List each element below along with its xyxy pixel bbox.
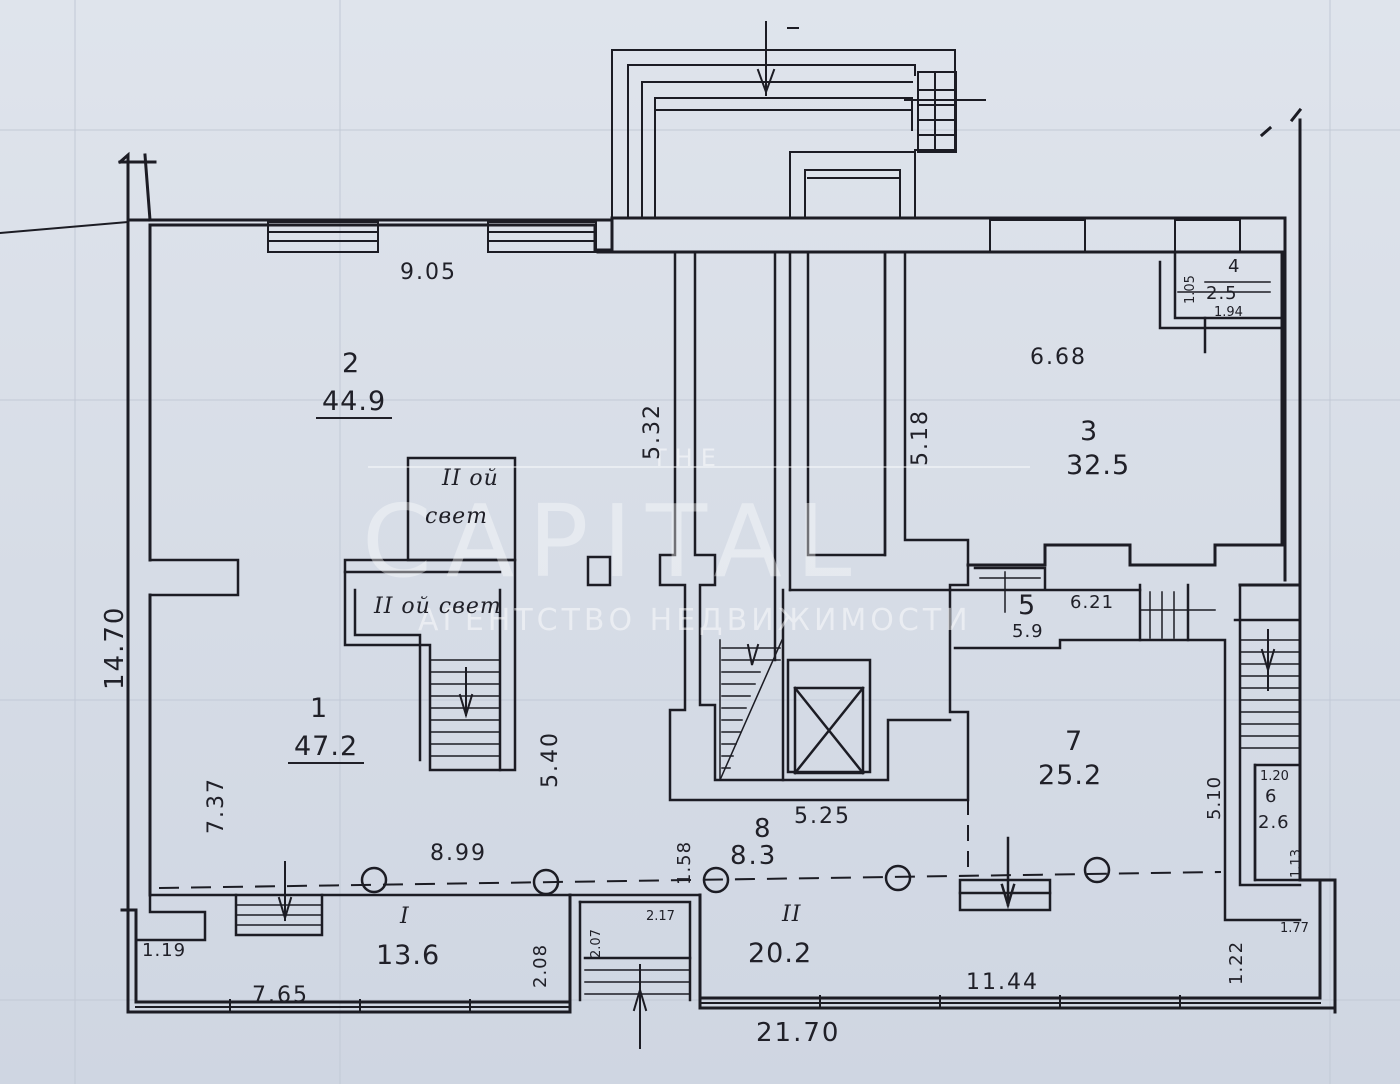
- room-II-number: II: [782, 902, 802, 927]
- dim-119: 1.19: [142, 940, 187, 961]
- room-5-area: 5.9: [1012, 621, 1044, 642]
- axis-line: [158, 870, 1222, 890]
- dim-120: 1.20: [1260, 769, 1289, 784]
- room-4-number: 4: [1228, 256, 1241, 277]
- dim-207: 2.07: [589, 929, 604, 958]
- room-3-area: 32.5: [1066, 450, 1131, 481]
- room-7-area: 25.2: [1038, 760, 1103, 791]
- second-light-note-stair: II ой свет: [374, 594, 502, 619]
- room-1-number: 1: [310, 693, 329, 724]
- room-II-area: 20.2: [748, 938, 813, 969]
- room-6-area: 2.6: [1258, 812, 1290, 833]
- second-light-note-top-1: II ой: [442, 466, 499, 491]
- room-I-number: I: [400, 904, 410, 929]
- watermark-brand: CAPITAL: [362, 483, 866, 600]
- room-I-area: 13.6: [376, 940, 441, 971]
- entrance-steps-bottom: [568, 893, 702, 1049]
- room-1-area: 47.2: [288, 733, 365, 764]
- entrance-steps-top: [611, 21, 986, 219]
- dim-532: 5.32: [640, 403, 665, 460]
- room-5-number: 5: [1018, 590, 1037, 621]
- dim-158: 1.58: [674, 840, 695, 885]
- dim-518: 5.18: [908, 409, 933, 466]
- dim-overall-height: 14.70: [100, 605, 130, 690]
- dim-217: 2.17: [646, 909, 675, 924]
- dimension-strokes: [0, 220, 130, 235]
- room-6-number: 6: [1265, 786, 1278, 807]
- columns-axis: [360, 856, 1111, 896]
- room-2-number: 2: [342, 348, 361, 379]
- room-2-area: 44.9: [316, 388, 393, 419]
- windows-bottom: [135, 995, 1321, 1013]
- dim-737: 7.37: [204, 777, 229, 834]
- dim-668: 6.68: [1030, 345, 1087, 370]
- dim-overall-width: 21.70: [756, 1018, 841, 1048]
- dim-525: 5.25: [794, 804, 851, 829]
- room-7-number: 7: [1065, 726, 1084, 757]
- dim-1144: 11.44: [966, 970, 1039, 995]
- watermark-subtitle: АГЕНТСТВО НЕДВИЖИМОСТИ: [418, 603, 972, 638]
- rooms-left-internal: [148, 456, 572, 897]
- room-7-step: [958, 836, 1052, 912]
- dim-621: 6.21: [1070, 592, 1115, 613]
- dim-177: 1.77: [1280, 921, 1309, 936]
- dim-105: 1.05: [1183, 275, 1198, 304]
- dim-122: 1.22: [1226, 940, 1247, 985]
- room-3-number: 3: [1080, 416, 1099, 447]
- watermark-brand-small: THE: [652, 444, 724, 472]
- rooms-right-internal: [948, 250, 1302, 922]
- stair-core: [586, 250, 970, 802]
- room-8-number: 8: [754, 814, 773, 844]
- outer-walls: [117, 107, 1337, 1014]
- dim-194: 1.94: [1214, 305, 1243, 320]
- dim-113: 1.13: [1289, 849, 1304, 878]
- room-I-lobby: [134, 861, 324, 942]
- windows-top: [267, 219, 1241, 253]
- dim-765: 7.65: [252, 983, 309, 1008]
- room-4-area: 2.5: [1206, 283, 1238, 304]
- dim-208: 2.08: [530, 943, 551, 988]
- watermark-rule: [368, 466, 1030, 468]
- dim-540: 5.40: [538, 731, 563, 788]
- dim-905: 9.05: [400, 260, 457, 285]
- second-light-note-top-2: свет: [425, 504, 489, 529]
- dim-510: 5.10: [1204, 775, 1225, 820]
- dim-899: 8.99: [430, 841, 487, 866]
- room-8-area: 8.3: [730, 841, 778, 871]
